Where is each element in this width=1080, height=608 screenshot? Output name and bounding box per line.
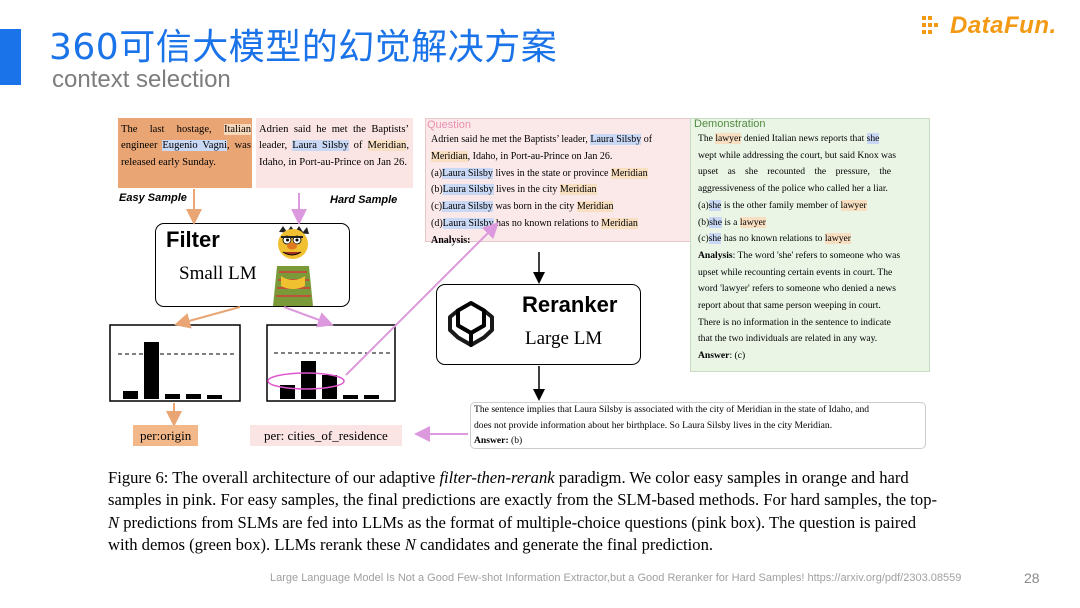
filter-title: Filter: [166, 227, 220, 252]
demo-analysis-1: Analysis: The word 'she' refers to someo…: [698, 249, 901, 261]
hard-bar-5: [364, 395, 379, 399]
logo-dots-icon: [922, 16, 938, 34]
easy-bar-1: [123, 391, 138, 399]
question-text: Adrien said he met the Baptists’ leader,…: [431, 132, 689, 250]
architecture-figure: The last hostage, Italian engineer Eugen…: [94, 113, 944, 463]
demo-analysis-5: There is no information in the sentence …: [698, 316, 891, 328]
output-box: [470, 402, 926, 449]
output-line-2: does not provide information about her b…: [474, 419, 833, 431]
question-option-b: (b)Laura Silsby lives in the city Meridi…: [431, 184, 597, 196]
question-line-2: Meridian, Idaho, in Port-au-Prince on Ja…: [431, 150, 613, 162]
demo-analysis-3: word 'lawyer' refers to someone who deni…: [698, 283, 896, 295]
hard-result-label: per: cities_of_residence: [250, 425, 402, 446]
filter-subtitle: Small LM: [179, 263, 257, 284]
demonstration-box: [690, 118, 930, 372]
hard-sample-box: [256, 118, 413, 188]
question-line-1: Adrien said he met the Baptists’ leader,…: [431, 134, 653, 145]
question-analysis: Analysis:: [431, 234, 471, 246]
demo-answer: Answer: (c): [698, 350, 746, 362]
hard-to-question-arrow: [345, 222, 499, 376]
citation-footer: Large Language Model Is Not a Good Few-s…: [270, 572, 962, 584]
hard-bar-4: [343, 395, 358, 399]
demo-line-3: upset as she recounted the pressure, the: [698, 166, 892, 178]
reranker-box: [436, 284, 641, 365]
hard-bar-2: [301, 361, 316, 399]
demo-line-4: aggressiveness of the police who called …: [698, 183, 888, 195]
demo-line-2: wept while addressing the court, but sai…: [698, 149, 896, 161]
reranker-title: Reranker: [522, 292, 618, 317]
easy-sample-label: Easy Sample: [119, 192, 187, 204]
easy-bar-4: [186, 394, 201, 399]
demo-line-1: The lawyer denied Italian news reports t…: [698, 133, 880, 144]
easy-result-label: per:origin: [133, 425, 199, 446]
question-option-d: (d)Laura Silsby has no known relations t…: [431, 217, 638, 229]
question-header: Question: [427, 119, 472, 131]
demo-analysis-2: upset while recounting certain events in…: [698, 266, 893, 278]
easy-bar-3: [165, 394, 180, 399]
filter-to-hard-arrow: [283, 306, 334, 328]
filter-box: [155, 223, 350, 307]
accent-bar: [0, 29, 21, 85]
top-n-highlight: [267, 372, 345, 390]
hard-sample-label: Hard Sample: [330, 194, 398, 206]
demo-option-b: (b)she is a lawyer: [698, 216, 766, 228]
page-subtitle: context selection: [52, 66, 231, 93]
easy-sample-text: The last hostage, Italian engineer Eugen…: [121, 124, 251, 168]
page-title: 360可信大模型的幻觉解决方案: [49, 27, 558, 68]
output-line-1: The sentence implies that Laura Silsby i…: [474, 404, 870, 415]
demo-analysis-6: that the two individuals are related in …: [698, 333, 878, 345]
openai-logo-icon: [448, 301, 494, 347]
flow-diagram-graphics: [109, 189, 545, 442]
logo-text: DataFun.: [950, 12, 1057, 39]
demonstration-text: The lawyer denied Italian news reports t…: [698, 131, 924, 365]
demo-analysis-4: report about that same person weeping in…: [698, 300, 881, 312]
demo-option-c: (c)she has no known relations to lawyer: [698, 233, 851, 245]
demonstration-header: Demonstration: [694, 118, 766, 130]
easy-bar-2: [144, 342, 159, 399]
question-option-a: (a)Laura Silsby lives in the state or pr…: [431, 167, 648, 179]
hard-sample-text: Adrien said he met the Baptists’ leader,…: [259, 124, 410, 168]
demo-option-a: (a)she is the other family member of law…: [698, 199, 867, 211]
page-number: 28: [1024, 570, 1040, 586]
output-answer: Answer: (b): [474, 435, 523, 446]
easy-bar-5: [207, 395, 222, 399]
filter-to-easy-arrow: [174, 306, 241, 329]
easy-distribution-panel: [109, 324, 241, 402]
output-text: The sentence implies that Laura Silsby i…: [474, 402, 924, 449]
question-box: [425, 118, 691, 242]
reranker-subtitle: Large LM: [525, 328, 603, 349]
bert-character-icon: [273, 226, 313, 306]
figure-caption: Figure 6: The overall architecture of ou…: [108, 468, 938, 554]
datafun-logo: DataFun.: [922, 12, 1057, 40]
question-option-c: (c)Laura Silsby was born in the city Mer…: [431, 201, 614, 213]
